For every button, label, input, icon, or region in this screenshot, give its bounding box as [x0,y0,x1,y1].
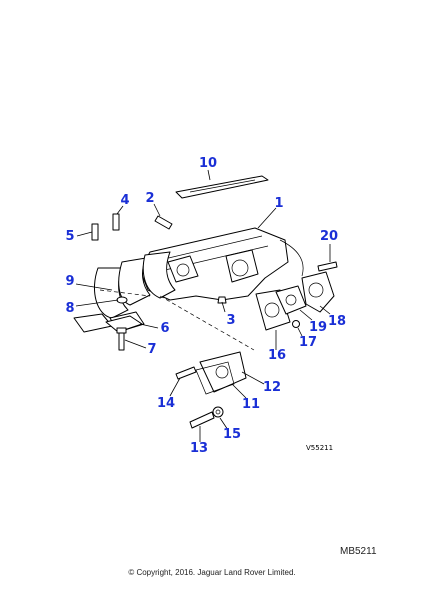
elbow-part-18 [301,271,335,313]
bracket-part-6 [105,315,143,333]
callout-7: 7 [147,342,156,357]
callout-12: 12 [263,380,281,395]
callout-3: 3 [226,313,235,328]
callout-14: 14 [157,396,175,411]
heat-shield-part [175,175,269,199]
callout-9: 9 [65,274,74,289]
callout-13: 13 [190,441,208,456]
callout-11: 11 [242,397,260,412]
stud-part-2 [154,215,173,230]
bolt-part-14 [175,366,197,380]
callout-16: 16 [268,348,286,363]
callout-18: 18 [328,314,346,329]
flange-part-19 [275,285,307,315]
callout-5: 5 [65,229,74,244]
nut-part-8 [116,296,128,304]
bolt-part-7 [116,327,127,351]
callout-1: 1 [274,196,283,211]
callout-6: 6 [160,321,169,336]
nut-part-17 [292,320,300,328]
callout-8: 8 [65,301,74,316]
plate-part-12 [199,351,247,393]
washer-part-15 [212,406,224,418]
diagram-reference: MB5211 [340,546,377,557]
callout-19: 19 [309,320,327,335]
callout-17: 17 [299,335,317,350]
exhaust-manifold-part [73,227,289,333]
stud-part-5 [91,223,99,241]
callout-20: 20 [320,229,338,244]
drawing-code: V55211 [306,444,333,452]
bolt-part-20 [317,261,338,272]
stud-part-4 [112,213,120,231]
bolt-part-13 [189,411,215,429]
gasket-part-11 [195,361,235,395]
callout-2: 2 [145,191,154,206]
callout-4: 4 [120,193,129,208]
copyright-notice: © Copyright, 2016. Jaguar Land Rover Lim… [128,568,296,577]
nut-part-3 [217,296,227,304]
callout-10: 10 [199,156,217,171]
callout-15: 15 [223,427,241,442]
